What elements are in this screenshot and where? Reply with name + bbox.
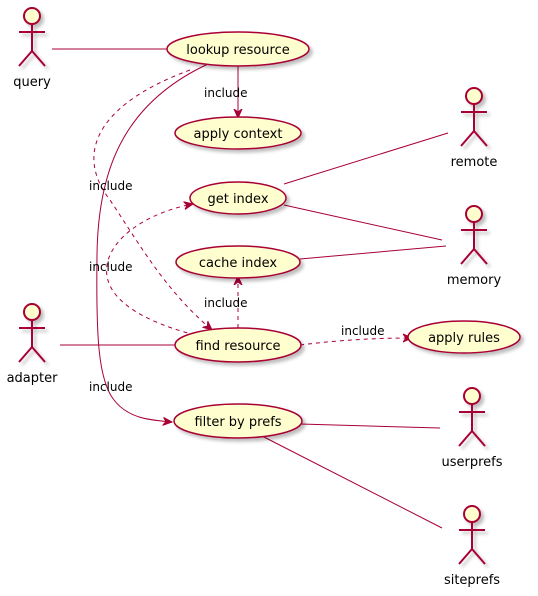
usecase-apply-context[interactable]: apply context	[174, 116, 302, 150]
actor-query[interactable]: query	[13, 7, 51, 90]
actor-label: remote	[451, 155, 498, 170]
actor-label: siteprefs	[444, 573, 500, 588]
edge-label-cache-index: include	[204, 296, 247, 310]
usecase-get-index[interactable]: get index	[189, 181, 287, 215]
usecase-label: apply rules	[428, 331, 500, 346]
actor-label: userprefs	[441, 455, 502, 470]
usecase-lookup-resource[interactable]: lookup resource	[166, 31, 310, 67]
actor-label: adapter	[7, 371, 59, 386]
stick-figure-icon	[18, 7, 46, 67]
usecase-label: apply context	[194, 127, 283, 142]
include-edge-get-index	[106, 204, 196, 336]
usecase-apply-rules[interactable]: apply rules	[407, 320, 521, 354]
stick-figure-icon	[460, 87, 488, 147]
usecase-label: lookup resource	[186, 43, 290, 58]
usecase-label: get index	[207, 192, 268, 207]
usecase-label: filter by prefs	[194, 415, 281, 430]
usecase-filter-by-prefs[interactable]: filter by prefs	[173, 403, 303, 439]
edge-label-apply-context: include	[204, 86, 247, 100]
assoc-filter-userprefs	[299, 423, 441, 429]
assoc-get-index-memory	[283, 204, 443, 241]
actor-label: memory	[447, 273, 502, 288]
assoc-cache-index-memory	[299, 245, 447, 260]
edge-labels: include include include include include …	[89, 86, 384, 394]
actor-remote[interactable]: remote	[451, 87, 498, 170]
usecase-cache-index[interactable]: cache index	[175, 245, 301, 279]
actor-adapter[interactable]: adapter	[7, 303, 59, 386]
associations	[52, 48, 449, 529]
actors: query remote memory	[7, 7, 503, 588]
include-edge-apply-rules	[299, 338, 412, 346]
edge-label-get-index: include	[89, 260, 132, 274]
assoc-get-index-remote	[283, 132, 449, 185]
include-edge-find-resource-from-lookup	[93, 69, 212, 330]
actor-label: query	[13, 75, 51, 90]
actor-userprefs[interactable]: userprefs	[441, 387, 503, 470]
usecase-label: cache index	[199, 256, 278, 271]
usecases: lookup resource apply context get index …	[166, 31, 521, 439]
include-edge-filter-by-prefs	[96, 63, 209, 422]
include-relations	[93, 63, 412, 422]
stick-figure-icon	[458, 505, 486, 565]
assoc-filter-siteprefs	[261, 435, 443, 529]
stick-figure-icon	[458, 387, 486, 447]
edge-label-filter-by-prefs: include	[89, 380, 132, 394]
stick-figure-icon	[460, 205, 488, 265]
actor-siteprefs[interactable]: siteprefs	[444, 505, 500, 588]
edge-label-find-resource: include	[89, 179, 132, 193]
usecase-find-resource[interactable]: find resource	[174, 327, 302, 363]
edge-label-apply-rules: include	[341, 324, 384, 338]
stick-figure-icon	[18, 303, 46, 363]
actor-memory[interactable]: memory	[447, 205, 502, 288]
usecase-label: find resource	[195, 339, 280, 354]
